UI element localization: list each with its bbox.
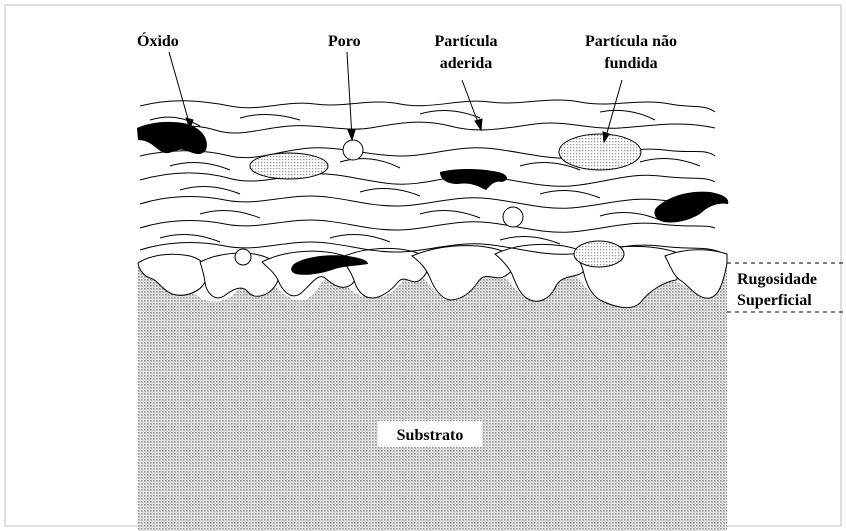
leader-lines <box>169 52 622 142</box>
label-substrate: Substrato <box>397 427 464 444</box>
unmelted-particle <box>250 153 328 179</box>
label-unmelted-particle-line2: fundida <box>604 55 657 72</box>
pore <box>343 140 363 160</box>
label-pore: Poro <box>328 33 361 50</box>
oxide <box>654 192 728 223</box>
lamellar-coating-layers <box>140 100 720 254</box>
label-adhered-particle-line1: Partícula <box>434 33 497 50</box>
unmelted-particle <box>574 241 624 267</box>
oxide <box>440 169 507 190</box>
label-adhered-particle-line2: aderida <box>440 55 492 72</box>
label-oxide: Óxido <box>137 31 179 50</box>
label-roughness-line2: Superficial <box>737 292 812 309</box>
unmelted-particle <box>559 134 641 170</box>
label-unmelted-particle-line1: Partícula não <box>585 33 677 50</box>
pore <box>235 249 251 265</box>
label-roughness-line1: Rugosidade <box>737 271 817 288</box>
pore <box>503 207 523 227</box>
